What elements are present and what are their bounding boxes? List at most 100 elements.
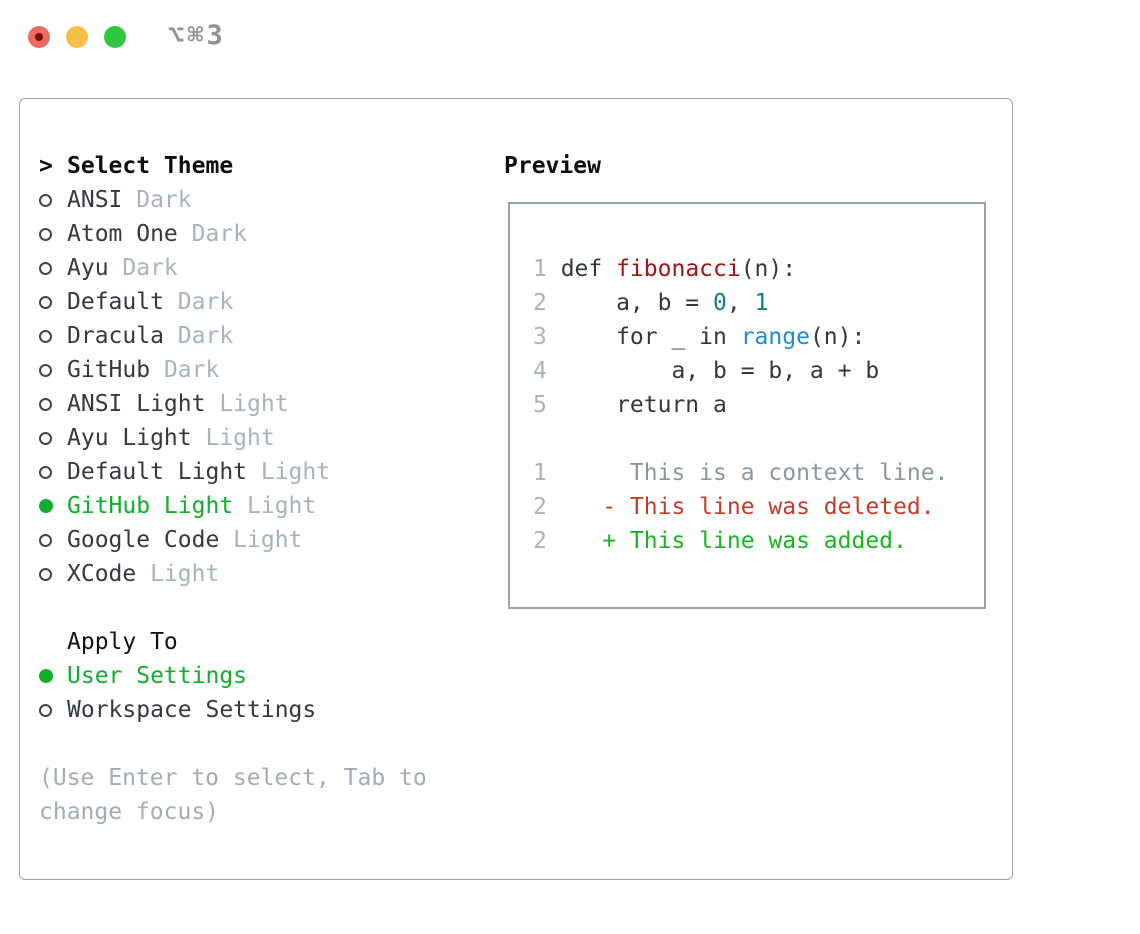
theme-variant-label: Light (260, 459, 331, 485)
line-number: 5 (533, 392, 547, 418)
code-token: range (740, 324, 810, 350)
window-title-shortcut: ⌥⌘3 (168, 20, 226, 51)
theme-option-default-light[interactable]: Default Light Light (39, 455, 459, 489)
preview-title: Preview (504, 153, 601, 179)
theme-variant-label: Light (233, 527, 303, 553)
theme-option-github[interactable]: GitHub Dark (39, 353, 459, 387)
theme-variant-label: Light (219, 391, 289, 417)
help-text: (Use Enter to select, Tab to change focu… (39, 765, 427, 825)
radio-unselected-icon (39, 363, 52, 377)
radio-unselected-icon (39, 397, 52, 411)
radio-selected-icon (39, 499, 53, 513)
code-token: (n): (740, 256, 797, 282)
apply-option-label: User Settings (67, 663, 248, 689)
theme-variant-label: Dark (177, 289, 234, 315)
radio-unselected-icon (39, 295, 52, 309)
theme-variant-label: Light (247, 493, 317, 519)
theme-option-dracula[interactable]: Dracula Dark (39, 319, 459, 353)
theme-option-ansi[interactable]: ANSI Dark (39, 183, 459, 217)
code-token: return a (560, 392, 727, 418)
code-token: 1 (754, 290, 769, 316)
theme-variant-label: Light (205, 425, 275, 451)
code-token: def (560, 256, 617, 282)
theme-name: Atom One (67, 221, 178, 247)
line-number: 2 (533, 290, 547, 316)
radio-selected-icon (39, 669, 53, 683)
theme-option-ansi-light[interactable]: ANSI Light Light (39, 387, 459, 421)
preview-line (533, 422, 984, 456)
theme-option-ayu-light[interactable]: Ayu Light Light (39, 421, 459, 455)
code-token: a, b = (560, 290, 714, 316)
theme-option-ayu[interactable]: Ayu Dark (39, 251, 459, 285)
preview-line: 3 for _ in range(n): (533, 320, 984, 354)
theme-name: Ayu (67, 255, 109, 281)
preview-line: 2 - This line was deleted. (533, 490, 984, 524)
select-theme-title: Select Theme (67, 153, 234, 179)
radio-unselected-icon (39, 465, 52, 479)
line-number: 1 (533, 256, 547, 282)
preview-line: 1 def fibonacci(n): (533, 252, 984, 286)
code-token: (n): (809, 324, 866, 350)
theme-option-default[interactable]: Default Dark (39, 285, 459, 319)
code-token: , (726, 290, 755, 316)
zoom-button[interactable] (104, 26, 126, 48)
line-number: 3 (533, 324, 547, 350)
preview-line: 1 This is a context line. (533, 456, 984, 490)
radio-unselected-icon (39, 431, 52, 445)
apply-option-workspace-settings[interactable]: Workspace Settings (39, 693, 459, 727)
radio-unselected-icon (39, 193, 52, 207)
preview-line: 2 a, b = 0, 1 (533, 286, 984, 320)
preview-line: 2 + This line was added. (533, 524, 984, 558)
apply-option-user-settings[interactable]: User Settings (39, 659, 459, 693)
radio-unselected-icon (39, 227, 52, 241)
code-token: This is a context line. (560, 460, 949, 486)
line-number: 4 (533, 358, 547, 384)
apply-option-label: Workspace Settings (67, 697, 317, 723)
traffic-lights (28, 26, 126, 48)
focus-arrow-icon: > (39, 153, 53, 179)
code-token: fibonacci (616, 256, 741, 282)
radio-unselected-icon (39, 533, 52, 547)
theme-name: ANSI Light (67, 391, 206, 417)
theme-name: ANSI (67, 187, 123, 213)
theme-variant-label: Dark (163, 357, 220, 383)
code-token: - This line was deleted. (560, 494, 935, 520)
theme-variant-label: Dark (136, 187, 192, 213)
theme-name: XCode (67, 561, 137, 587)
theme-option-github-light[interactable]: GitHub Light Light (39, 489, 459, 523)
code-token: + This line was added. (560, 528, 907, 554)
minimize-button[interactable] (66, 26, 88, 48)
preview-line: 4 a, b = b, a + b (533, 354, 984, 388)
theme-variant-label: Dark (122, 255, 178, 281)
line-number: 2 (533, 528, 547, 554)
line-number: 1 (533, 460, 547, 486)
theme-option-atom-one[interactable]: Atom One Dark (39, 217, 459, 251)
theme-name: Default (67, 289, 164, 315)
theme-name: Ayu Light (67, 425, 192, 451)
radio-unselected-icon (39, 703, 52, 717)
preview-line: 5 return a (533, 388, 984, 422)
theme-name: GitHub (67, 357, 151, 383)
theme-name: GitHub Light (67, 493, 234, 519)
radio-unselected-icon (39, 329, 52, 343)
code-token: 0 (713, 290, 727, 316)
close-button[interactable] (28, 26, 50, 48)
select-theme-header: > Select Theme (39, 149, 459, 183)
theme-name: Dracula (67, 323, 164, 349)
apply-to-header: Apply To (39, 625, 459, 659)
theme-variant-label: Dark (191, 221, 248, 247)
line-number: 2 (533, 494, 547, 520)
spacer (39, 591, 459, 625)
radio-unselected-icon (39, 261, 52, 275)
code-token: for _ in (560, 324, 741, 350)
theme-variant-label: Dark (177, 323, 234, 349)
apply-to-title: Apply To (67, 629, 178, 655)
theme-name: Default Light (67, 459, 248, 485)
